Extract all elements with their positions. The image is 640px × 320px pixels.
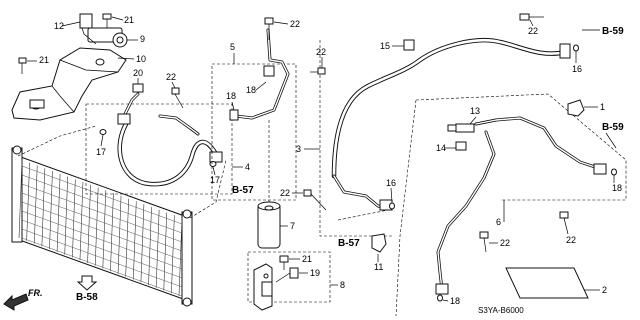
callout-1: 1 [600, 102, 605, 112]
callout-22-f: 22 [566, 235, 576, 245]
oring-17-a [99, 129, 107, 135]
label-plate-2 [505, 267, 589, 299]
oring-17-b [209, 161, 217, 167]
nut-15 [403, 39, 415, 51]
ref-b-59-top: B-59 [602, 26, 624, 37]
diagram-code: S3YA-B6000 [478, 306, 524, 315]
discharge-hose [117, 92, 223, 187]
cap-14 [455, 141, 467, 151]
bolt-21-bracket [279, 255, 289, 270]
oring-16-a [573, 44, 579, 52]
mounting-bracket [11, 47, 127, 121]
callout-22-e: 22 [280, 188, 290, 198]
bolt-22-c [310, 67, 326, 75]
callout-22-g: 22 [500, 238, 510, 248]
callout-2: 2 [602, 285, 607, 295]
ref-b-57-right: B-57 [338, 238, 360, 249]
front-arrow [3, 293, 29, 311]
oring-18-d [437, 294, 443, 302]
pipe-6-box-top [415, 93, 627, 201]
callout-17-b: 17 [210, 175, 220, 185]
callout-16-b: 16 [386, 178, 396, 188]
callout-4: 4 [245, 162, 250, 172]
bolt-19 [275, 267, 299, 283]
charge-valve-13 [447, 123, 475, 133]
clamp-1 [567, 99, 585, 117]
callout-9: 9 [140, 34, 145, 44]
bolt-22-d [519, 13, 544, 21]
callout-14: 14 [436, 143, 446, 153]
callout-22-d: 22 [528, 26, 538, 36]
callout-11: 11 [374, 262, 383, 272]
bolt-21-left [18, 57, 27, 74]
callout-18-b: 18 [226, 91, 236, 101]
suction-hose-box [319, 40, 394, 237]
hose-4-box [85, 103, 233, 195]
callout-22-c: 22 [316, 47, 326, 57]
oring-18-c [611, 168, 617, 176]
bolt-22-f [559, 211, 569, 235]
callout-6: 6 [496, 217, 501, 227]
bolt-21-upper [102, 13, 112, 28]
oring-16-b [389, 202, 395, 210]
bracket-8-box [247, 251, 331, 303]
bolt-22-a [171, 87, 184, 109]
pressure-switch-bracket [253, 263, 273, 311]
nut-20 [132, 83, 144, 93]
callout-10: 10 [136, 54, 146, 64]
bolt-22-b [264, 17, 274, 40]
callout-18-c: 18 [612, 183, 622, 193]
suction-pipe [435, 116, 607, 295]
callout-17-a: 17 [96, 147, 106, 157]
pipe-5-box [211, 63, 297, 201]
callout-18-a: 18 [246, 85, 256, 95]
ref-b-57-left: B-57 [232, 185, 254, 196]
clip-11 [371, 233, 387, 253]
callout-15: 15 [380, 41, 390, 51]
callout-22-a: 22 [166, 72, 176, 82]
callout-5: 5 [230, 42, 235, 52]
callout-16-a: 16 [572, 64, 582, 74]
b-58-arrow [76, 275, 98, 291]
suction-hose [331, 37, 571, 211]
pipe-6-box-left [395, 99, 417, 317]
callout-19: 19 [310, 268, 320, 278]
callout-21-left: 21 [39, 55, 49, 65]
callout-7: 7 [290, 221, 295, 231]
ref-b-59-right: B-59 [602, 122, 624, 133]
callout-8: 8 [340, 280, 345, 290]
callout-13: 13 [470, 106, 480, 116]
ref-b-58: B-58 [76, 292, 98, 303]
callout-3: 3 [296, 144, 301, 154]
condenser [11, 145, 193, 307]
receiver-pipe [229, 28, 290, 121]
callout-21-c: 21 [302, 254, 312, 264]
callout-12: 12 [54, 21, 64, 31]
callout-18-d: 18 [450, 296, 460, 306]
relay-bracket [79, 13, 128, 48]
bolt-22-e [303, 189, 327, 211]
callout-20: 20 [133, 68, 143, 78]
receiver-dryer [257, 201, 281, 249]
callout-22-b: 22 [290, 19, 300, 29]
callout-21: 21 [124, 15, 134, 25]
bolt-22-g [479, 231, 489, 253]
front-label: FR. [28, 288, 43, 298]
